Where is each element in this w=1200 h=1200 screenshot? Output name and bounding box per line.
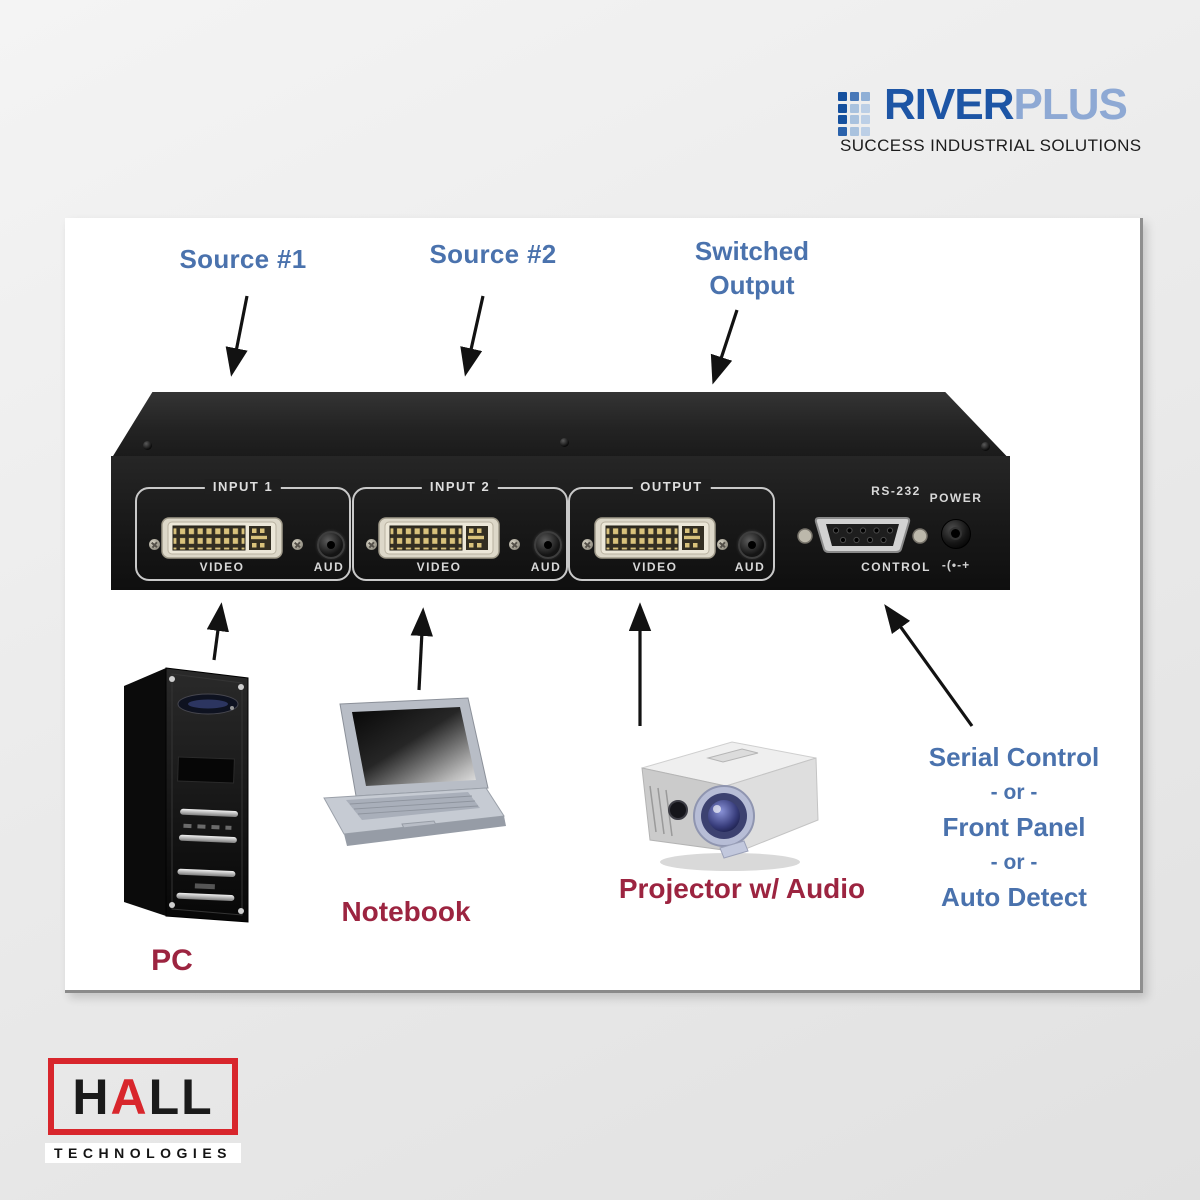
power-title: POWER: [929, 491, 983, 505]
riverplus-wordmark: RIVERPLUS: [884, 80, 1128, 130]
screw-icon: [292, 539, 303, 550]
dvi-connector-icon: [594, 517, 716, 559]
hall-word-ll: LL: [148, 1068, 214, 1125]
db9-connector-icon: [797, 517, 928, 553]
logo-square: [861, 126, 870, 136]
video-label: VIDEO: [416, 560, 462, 574]
label-source2: Source #2: [429, 239, 557, 269]
screw-icon: [582, 539, 593, 550]
switcher-top-face: [111, 392, 1009, 458]
screw-icon: [560, 438, 569, 447]
notebook-image: [323, 697, 506, 846]
label-switched-line1: Switched: [694, 236, 810, 266]
section-output-title: OUTPUT: [632, 479, 711, 494]
riverplus-grid-icon: [838, 92, 870, 136]
logo-square: [849, 92, 859, 101]
section-output: OUTPUT VIDEO AUD: [568, 479, 775, 581]
control-option-line: Auto Detect: [941, 882, 1087, 912]
screw-icon: [143, 441, 152, 450]
control-option-line: - or -: [990, 851, 1038, 874]
dvi-connector-icon: [161, 517, 283, 559]
audio-jack-icon: [534, 531, 562, 559]
rs232-control-label: CONTROL: [861, 560, 931, 574]
logo-square: [838, 92, 847, 101]
screw-icon: [717, 539, 728, 550]
hall-wordmark: HALL: [72, 1072, 213, 1122]
section-input2-title: INPUT 2: [421, 479, 499, 494]
logo-square: [838, 115, 847, 124]
control-option-line: Serial Control: [928, 742, 1100, 772]
power-polarity-symbol: -(•-+: [941, 558, 971, 572]
screw-icon: [509, 539, 520, 550]
label-control-options: Serial Control - or - Front Panel - or -…: [929, 740, 1099, 915]
logo-square: [849, 103, 859, 113]
screw-icon: [981, 442, 990, 451]
dvi-connector-icon: [378, 517, 500, 559]
control-option-line: Front Panel: [942, 812, 1086, 842]
riverplus-tagline: SUCCESS INDUSTRIAL SOLUTIONS: [840, 136, 1142, 155]
rs232-title: RS-232: [871, 484, 921, 498]
screw-icon: [149, 539, 160, 550]
hall-logo: HALL: [48, 1058, 238, 1135]
logo-square: [861, 115, 870, 124]
power-jack-icon: [941, 519, 971, 549]
logo-square: [849, 126, 859, 136]
control-option-line: - or -: [990, 781, 1038, 804]
audio-jack-icon: [738, 531, 766, 559]
label-projector: Projector w/ Audio: [618, 873, 866, 904]
video-label: VIDEO: [199, 560, 245, 574]
section-input1-title: INPUT 1: [204, 479, 282, 494]
audio-jack-icon: [317, 531, 345, 559]
hall-word-a: A: [110, 1068, 149, 1125]
projector-image: [641, 741, 819, 871]
section-input2: INPUT 2 VIDEO AUD: [352, 479, 568, 581]
logo-square: [838, 103, 847, 113]
switcher-front-panel: INPUT 1 VIDE: [111, 456, 1010, 590]
video-label: VIDEO: [632, 560, 678, 574]
logo-square: [861, 103, 870, 113]
logo-square: [838, 126, 847, 136]
label-switched-output: Switched Output: [695, 234, 809, 302]
audio-label: AUD: [313, 560, 345, 574]
audio-label: AUD: [734, 560, 766, 574]
section-input1: INPUT 1 VIDE: [135, 479, 351, 581]
hall-subtitle: TECHNOLOGIES: [45, 1143, 241, 1163]
hall-word-h: H: [72, 1068, 111, 1125]
logo-square: [849, 115, 859, 124]
riverplus-word-primary: RIVER: [884, 80, 1014, 129]
audio-label: AUD: [530, 560, 562, 574]
label-switched-line2: Output: [709, 270, 795, 300]
label-source1: Source #1: [179, 244, 307, 274]
label-notebook: Notebook: [341, 896, 471, 927]
logo-square: [861, 92, 870, 101]
label-pc: PC: [151, 944, 193, 977]
riverplus-logo: RIVERPLUS SUCCESS INDUSTRIAL SOLUTIONS: [838, 80, 1141, 166]
screw-icon: [366, 539, 377, 550]
pc-tower-image: [124, 667, 249, 923]
riverplus-word-secondary: PLUS: [1013, 80, 1127, 129]
